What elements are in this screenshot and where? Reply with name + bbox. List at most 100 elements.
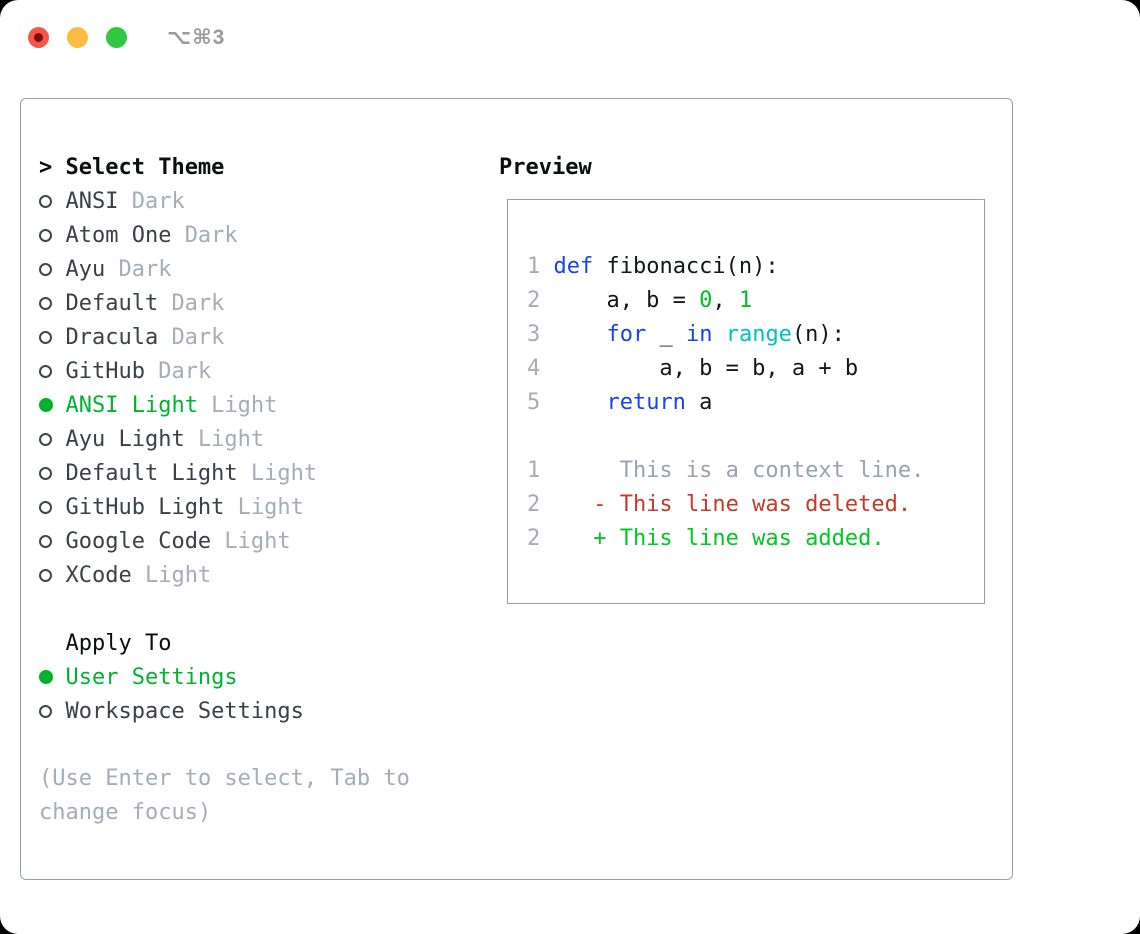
theme-option-label: Ayu (65, 256, 106, 282)
code-segment: 1 (738, 288, 753, 313)
code-segment: (n): (791, 322, 845, 347)
radio-marker (39, 704, 65, 718)
preview-title: Preview (499, 154, 592, 180)
code-segment: , (712, 288, 739, 313)
radio-marker (39, 398, 65, 412)
code-segment: a, b = (553, 288, 700, 313)
code-segment (553, 390, 606, 415)
theme-option-label: XCode (65, 562, 132, 588)
theme-variant-badge: Light (250, 460, 318, 486)
theme-variant-badge: Dark (158, 358, 212, 384)
titlebar: ⌥⌘3 (0, 0, 1140, 74)
code-segment: a, b = b, a + b (553, 356, 859, 381)
radio-icon (39, 194, 52, 208)
radio-marker (39, 296, 65, 310)
minimize-button[interactable] (67, 26, 88, 48)
line-number: 2 (527, 288, 541, 313)
help-text: (Use Enter to select, Tab to change focu… (39, 766, 410, 825)
code-line: 2 - This line was deleted. (527, 488, 984, 522)
theme-option-default-light[interactable]: Default Light Light (39, 456, 477, 490)
radio-icon (39, 330, 52, 344)
code-segment (712, 322, 725, 347)
theme-variant-badge: Light (144, 562, 212, 588)
theme-variant-badge: Dark (171, 290, 225, 316)
code-line: 1 This is a context line. (527, 454, 984, 488)
radio-icon (39, 534, 52, 548)
code-line: 3 for _ in range(n): (527, 318, 984, 352)
line-number: 1 (527, 458, 541, 483)
radio-marker (39, 330, 65, 344)
apply-to-title: Apply To (65, 630, 172, 656)
theme-variant-badge: Dark (118, 256, 172, 282)
code-line (527, 420, 984, 454)
line-number: 5 (527, 390, 541, 415)
code-segment: 0 (699, 288, 713, 313)
theme-variant-badge: Light (211, 392, 278, 418)
radio-marker (39, 670, 65, 684)
line-number: 2 (527, 526, 541, 551)
radio-icon (39, 704, 52, 718)
radio-marker (39, 432, 65, 446)
theme-option-label: Default Light (65, 460, 238, 486)
radio-marker (39, 534, 65, 548)
radio-icon (39, 262, 52, 276)
theme-option-xcode[interactable]: XCode Light (39, 558, 477, 592)
theme-list-title: Select Theme (65, 154, 225, 180)
theme-option-label: ANSI (65, 188, 119, 214)
theme-option-ayu-light[interactable]: Ayu Light Light (39, 422, 477, 456)
radio-selected-icon (39, 398, 53, 412)
radio-icon (39, 364, 52, 378)
radio-icon (39, 296, 52, 310)
apply-option-workspace-settings[interactable]: Workspace Settings (39, 694, 477, 728)
theme-variant-badge: Light (197, 426, 265, 452)
spacer (39, 592, 477, 626)
radio-marker (39, 194, 65, 208)
theme-option-label: Ayu Light (65, 426, 185, 452)
line-number: 4 (527, 356, 541, 381)
radio-marker (39, 568, 65, 582)
theme-variant-badge: Dark (184, 222, 238, 248)
theme-list-header: > Select Theme (39, 150, 477, 184)
cursor-marker: > (39, 155, 65, 180)
code-segment (553, 322, 606, 347)
code-segment: def (553, 254, 594, 279)
close-dot-icon (34, 32, 43, 42)
theme-option-github[interactable]: GitHub Dark (39, 354, 477, 388)
theme-variant-badge: Light (237, 494, 304, 520)
theme-option-label: GitHub (65, 358, 145, 384)
cursor-caret-icon: > (39, 154, 53, 180)
theme-option-label: Atom One (65, 222, 172, 248)
radio-icon (39, 466, 52, 480)
theme-option-default[interactable]: Default Dark (39, 286, 477, 320)
spacer (39, 728, 477, 762)
radio-icon (39, 432, 52, 446)
window-title: ⌥⌘3 (167, 25, 226, 49)
theme-option-atom-one[interactable]: Atom One Dark (39, 218, 477, 252)
code-line: 4 a, b = b, a + b (527, 352, 984, 386)
radio-marker (39, 500, 65, 514)
theme-option-label: Default (65, 290, 159, 316)
close-button[interactable] (28, 26, 49, 48)
line-number: 2 (527, 492, 541, 517)
apply-to-header: Apply To (39, 626, 477, 660)
code-segment: _ (646, 322, 686, 347)
theme-option-ayu[interactable]: Ayu Dark (39, 252, 477, 286)
radio-marker (39, 364, 65, 378)
radio-marker (39, 228, 65, 242)
theme-option-label: Google Code (65, 528, 212, 554)
zoom-button[interactable] (106, 26, 127, 48)
radio-icon (39, 500, 52, 514)
code-segment: - This line was deleted. (553, 492, 912, 517)
apply-option-user-settings[interactable]: User Settings (39, 660, 477, 694)
code-segment: in (685, 322, 713, 347)
